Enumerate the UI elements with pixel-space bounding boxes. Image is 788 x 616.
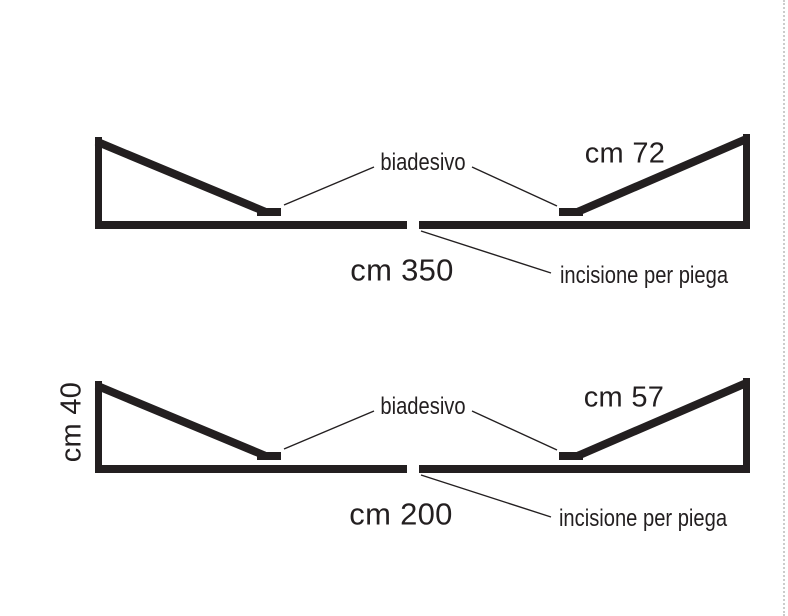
bottom-leader-biadesivo-left: [283, 410, 375, 450]
top-leader-biadesivo-right: [471, 166, 558, 207]
top-right-adhesive-tab: [559, 208, 583, 216]
top-adhesive-label: biadesivo: [380, 149, 466, 176]
top-leader-biadesivo-left: [283, 166, 375, 206]
top-right-wall: [743, 134, 750, 229]
bottom-slope-dimension: cm 57: [583, 381, 665, 414]
top-leader-fold: [420, 230, 552, 274]
top-slope-dimension: cm 72: [584, 137, 666, 170]
bottom-leader-fold: [420, 474, 552, 518]
bottom-fold-label: incisione per piega: [558, 505, 728, 532]
page-edge-dotted-line: [783, 0, 785, 616]
top-fold-label: incisione per piega: [559, 262, 729, 289]
top-base-left-segment: [95, 221, 407, 229]
bottom-right-slope: [576, 378, 750, 460]
bottom-right-wall: [743, 378, 750, 473]
bottom-base-right-segment: [419, 465, 750, 473]
top-right-slope: [576, 134, 750, 216]
top-base-right-segment: [419, 221, 750, 229]
top-left-slope: [94, 137, 267, 216]
top-profile-shape: [94, 134, 750, 274]
top-left-adhesive-tab: [257, 208, 281, 216]
bottom-left-adhesive-tab: [257, 452, 281, 460]
bottom-leader-biadesivo-right: [471, 410, 558, 451]
bottom-base-left-segment: [95, 465, 407, 473]
bottom-width-dimension: cm 200: [349, 496, 453, 532]
bottom-height-dimension: cm 40: [55, 381, 88, 463]
top-width-dimension: cm 350: [350, 252, 454, 288]
bottom-left-wall: [95, 381, 102, 473]
bottom-left-slope: [94, 381, 267, 460]
bottom-profile-shape: [94, 378, 750, 518]
bottom-right-adhesive-tab: [559, 452, 583, 460]
top-left-wall: [95, 137, 102, 229]
bottom-adhesive-label: biadesivo: [380, 393, 466, 420]
